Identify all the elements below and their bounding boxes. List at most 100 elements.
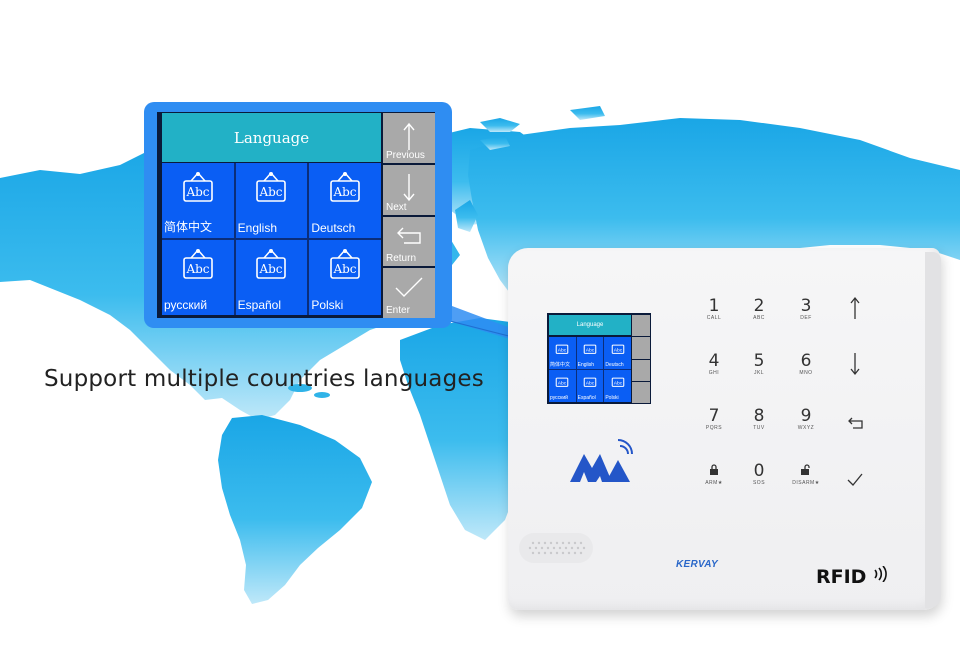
- return-button[interactable]: Return: [383, 216, 435, 267]
- language-grid: Abc 简体中文 Abc English Abc Deutsch Abc рус…: [162, 163, 381, 315]
- device-side-buttons: [632, 315, 650, 403]
- language-option-polish[interactable]: Abc Polski: [309, 240, 381, 315]
- key-letters: GHI: [708, 370, 720, 376]
- africa-shape: [400, 318, 522, 540]
- abc-sign-icon: Abc: [556, 344, 569, 354]
- key-letters: ABC: [753, 315, 765, 321]
- key-digit: 0: [753, 461, 765, 481]
- abc-sign-icon: Abc: [256, 249, 287, 279]
- device-next-button[interactable]: [632, 337, 650, 359]
- key-digit: 6: [800, 351, 812, 371]
- svg-text:Abc: Abc: [333, 185, 357, 199]
- key-letters: DEF: [800, 315, 812, 321]
- abc-sign-icon: Abc: [183, 172, 213, 202]
- device-language-label: Español: [577, 395, 596, 401]
- previous-button[interactable]: Previous: [383, 113, 435, 163]
- side-button-column: Previous Next Return Enter: [383, 113, 435, 318]
- lock-icon: [710, 464, 718, 475]
- abc-sign-icon: Abc: [330, 172, 360, 202]
- device-side-rim: [925, 252, 941, 608]
- key-letters: SOS: [752, 480, 766, 486]
- enter-button[interactable]: Enter: [383, 268, 435, 318]
- key-enter[interactable]: [843, 470, 867, 491]
- previous-label: Previous: [386, 149, 425, 161]
- arrow-up-icon: [850, 296, 860, 319]
- key-letters: TUV: [753, 425, 765, 431]
- key-digit: 1: [708, 296, 720, 316]
- return-arrow-icon: [848, 417, 863, 429]
- speaker-grill: [519, 533, 593, 563]
- arrow-down-icon: [403, 173, 415, 201]
- key-letters: CALL: [706, 315, 722, 321]
- language-option-german[interactable]: Abc Deutsch: [309, 163, 381, 238]
- key-digit: 8: [753, 406, 765, 426]
- abc-sign-icon: Abc: [330, 249, 360, 279]
- svg-text:Abc: Abc: [185, 262, 209, 276]
- language-label: English: [237, 221, 278, 235]
- return-label: Return: [386, 253, 417, 265]
- enter-label: Enter: [386, 305, 410, 316]
- device-return-button[interactable]: [632, 359, 650, 381]
- key-digit: 4: [708, 351, 720, 371]
- language-label: Deutsch: [311, 221, 356, 235]
- key-letters: PQRS: [705, 425, 723, 431]
- caption-text: Support multiple countries languages: [44, 366, 484, 392]
- device-screen-title: Language: [549, 315, 631, 335]
- device-language-label: Deutsch: [605, 362, 624, 368]
- device-previous-button[interactable]: [632, 315, 650, 337]
- language-option-chinese[interactable]: Abc 简体中文: [162, 163, 234, 238]
- unlock-icon: [801, 464, 810, 475]
- device-language-label: 简体中文: [550, 362, 571, 368]
- next-button[interactable]: Next: [383, 164, 435, 215]
- device-language-option[interactable]: Abc 简体中文: [549, 337, 576, 369]
- key-digit: 3: [800, 296, 812, 316]
- language-label: Español: [237, 298, 282, 312]
- key-letters: WXYZ: [797, 425, 815, 431]
- abc-sign-icon: Abc: [556, 377, 569, 387]
- device-enter-button[interactable]: [632, 381, 650, 403]
- device-language-option[interactable]: Abc русский: [549, 370, 576, 402]
- language-option-english[interactable]: Abc English: [235, 163, 308, 238]
- language-option-russian[interactable]: Abc русский: [162, 240, 234, 315]
- arrow-up-icon: [403, 122, 415, 150]
- svg-text:Abc: Abc: [586, 380, 595, 386]
- language-label: 简体中文: [164, 220, 213, 234]
- key-letters: DISARM★: [792, 480, 820, 486]
- svg-text:Abc: Abc: [558, 380, 567, 386]
- abc-sign-icon: Abc: [611, 377, 624, 387]
- key-arm[interactable]: ARM★: [694, 462, 734, 486]
- return-arrow-icon: [397, 227, 421, 244]
- brand-logo-icon: [570, 439, 633, 482]
- key-return[interactable]: [843, 414, 867, 435]
- key-digit: 5: [753, 351, 765, 371]
- svg-text:Abc: Abc: [558, 347, 567, 353]
- key-up[interactable]: [843, 296, 867, 325]
- language-title: Language: [162, 113, 381, 162]
- check-icon: [847, 473, 863, 486]
- key-disarm[interactable]: DISARM★: [786, 462, 826, 486]
- next-label: Next: [386, 201, 407, 213]
- device-language-label: русский: [550, 395, 568, 401]
- language-label: Polski: [311, 298, 344, 312]
- key-down[interactable]: [843, 352, 867, 381]
- key-letters: ARM★: [705, 480, 723, 486]
- device-language-label: English: [577, 362, 595, 368]
- language-option-spanish[interactable]: Abc Español: [235, 240, 308, 315]
- svg-text:Abc: Abc: [259, 262, 283, 276]
